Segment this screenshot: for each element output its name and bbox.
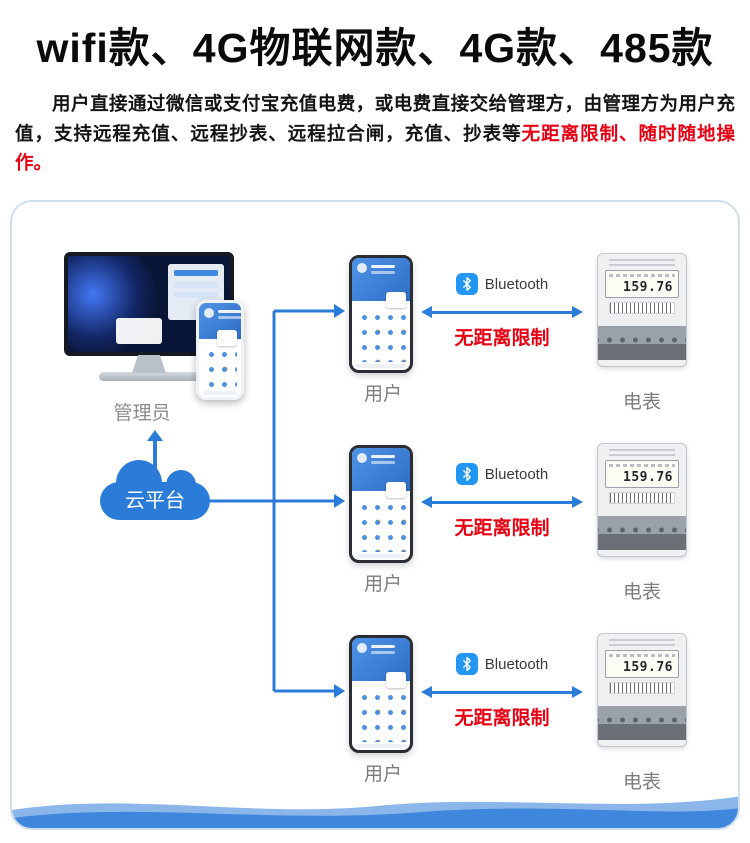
connection-row: 用户 Bluetooth 无距离限制 159.76 电表 xyxy=(347,247,738,432)
meter-label: 电表 xyxy=(622,582,661,603)
phone-app-header xyxy=(352,448,410,498)
bluetooth-group: Bluetooth xyxy=(407,463,597,485)
meter-terminals xyxy=(598,706,686,724)
header-text-lines xyxy=(371,455,395,458)
bluetooth-icon xyxy=(455,653,478,675)
header-text-lines xyxy=(371,645,395,648)
app-nav-bar xyxy=(356,744,406,748)
meter-header-text xyxy=(609,259,675,267)
flow-arrow xyxy=(334,494,345,508)
bluetooth-label: Bluetooth xyxy=(484,655,549,673)
meter-body xyxy=(598,318,686,326)
bluetooth-group: Bluetooth xyxy=(407,273,597,295)
app-card xyxy=(386,481,406,498)
bluetooth-icon xyxy=(455,463,478,485)
admin-label: 管理员 xyxy=(113,403,171,424)
user-label: 用户 xyxy=(363,384,402,405)
cloud-label: 云平台 xyxy=(125,490,185,512)
bluetooth-double-arrow xyxy=(421,306,583,318)
flow-arrow xyxy=(334,304,345,318)
connection-row: 用户 Bluetooth 无距离限制 159.76 电表 xyxy=(347,437,738,622)
meter-barcode xyxy=(609,682,675,694)
user-label: 用户 xyxy=(363,574,402,595)
bluetooth-label: Bluetooth xyxy=(484,275,549,293)
app-card xyxy=(217,329,237,346)
meter-header-text xyxy=(609,639,675,647)
electric-meter: 159.76 xyxy=(597,253,687,367)
no-distance-limit-label: 无距离限制 xyxy=(454,518,550,539)
up-arrow-line xyxy=(153,440,157,476)
meter-barcode xyxy=(609,492,675,504)
avatar xyxy=(204,308,214,318)
cloud-platform: 云平台 xyxy=(100,460,210,520)
no-distance-limit-label: 无距离限制 xyxy=(454,708,550,729)
monitor-stand xyxy=(132,355,166,373)
app-card xyxy=(386,671,406,688)
app-nav-bar xyxy=(356,364,406,368)
meter-barcode xyxy=(609,302,675,314)
header-text-lines xyxy=(218,310,241,313)
meter-label: 电表 xyxy=(622,772,661,793)
app-icon-grid xyxy=(356,688,406,742)
app-card xyxy=(386,291,406,308)
bluetooth-icon xyxy=(455,273,478,295)
meter-terminals xyxy=(598,326,686,344)
phone-app-header xyxy=(199,303,241,346)
no-distance-limit-label: 无距离限制 xyxy=(454,328,550,349)
diagram-panel: 管理员 云平台 用户 Bluetoo xyxy=(10,200,740,830)
user-label: 用户 xyxy=(363,764,402,785)
app-icon-grid xyxy=(356,498,406,552)
user-phone xyxy=(349,635,413,753)
dashboard-card xyxy=(116,318,162,344)
page-title: wifi款、4G物联网款、4G款、485款 xyxy=(36,25,714,71)
meter-terminals xyxy=(598,516,686,534)
meter-base xyxy=(598,534,686,550)
meter-lcd: 159.76 xyxy=(605,650,679,678)
monitor-base xyxy=(99,372,199,381)
meter-header-text xyxy=(609,449,675,457)
meter-base xyxy=(598,344,686,360)
admin-phone xyxy=(196,300,244,400)
intro-highlight: 无距离限制、随时随地操作。 xyxy=(15,122,735,174)
electric-meter: 159.76 xyxy=(597,443,687,557)
app-icon-grid xyxy=(356,308,406,362)
bottom-wave xyxy=(12,796,738,828)
meter-reading: 159.76 xyxy=(623,280,673,295)
meter-body xyxy=(598,508,686,516)
up-arrow-icon xyxy=(147,430,163,441)
meter-reading: 159.76 xyxy=(623,660,673,675)
bluetooth-label: Bluetooth xyxy=(484,465,549,483)
avatar xyxy=(357,643,367,653)
meter-lcd: 159.76 xyxy=(605,460,679,488)
meter-reading: 159.76 xyxy=(623,470,673,485)
meter-lcd: 159.76 xyxy=(605,270,679,298)
user-phone xyxy=(349,445,413,563)
phone-app-header xyxy=(352,638,410,688)
intro-text: 用户直接通过微信或支付宝充值电费，或电费直接交给管理方，由管理方为用户充值，支持… xyxy=(15,93,735,144)
meter-body xyxy=(598,698,686,706)
avatar xyxy=(357,263,367,273)
flow-arrow xyxy=(334,684,345,698)
header-text-lines xyxy=(371,265,395,268)
electric-meter: 159.76 xyxy=(597,633,687,747)
bluetooth-double-arrow xyxy=(421,496,583,508)
app-nav-bar xyxy=(356,554,406,558)
meter-base xyxy=(598,724,686,740)
intro-paragraph: 用户直接通过微信或支付宝充值电费，或电费直接交给管理方，由管理方为用户充值，支持… xyxy=(15,89,735,178)
connection-row: 用户 Bluetooth 无距离限制 159.76 电表 xyxy=(347,627,738,812)
phone-app-header xyxy=(352,258,410,308)
user-phone xyxy=(349,255,413,373)
bluetooth-double-arrow xyxy=(421,686,583,698)
meter-label: 电表 xyxy=(622,392,661,413)
bluetooth-group: Bluetooth xyxy=(407,653,597,675)
app-nav-bar xyxy=(203,391,237,395)
app-icon-grid xyxy=(203,345,237,389)
avatar xyxy=(357,453,367,463)
